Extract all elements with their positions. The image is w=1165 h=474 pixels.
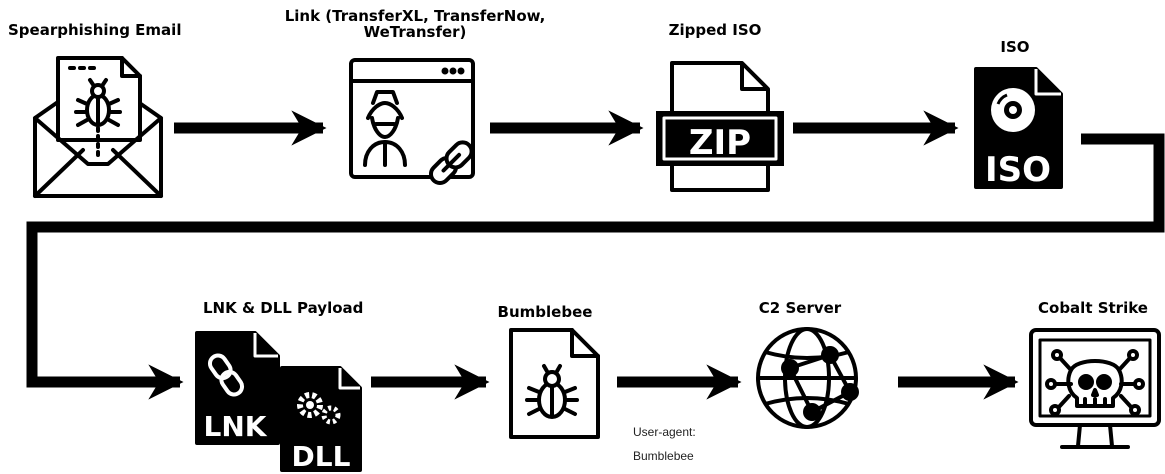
label-link: Link (TransferXL, TransferNow, WeTransfe… — [250, 8, 580, 40]
email-bug-icon — [33, 56, 163, 198]
user-agent-note: User-agent: Bumblebee — [633, 420, 696, 468]
label-c2-server: C2 Server — [758, 299, 842, 317]
label-cobalt-strike: Cobalt Strike — [1038, 299, 1148, 317]
globe-network-icon — [756, 327, 859, 429]
iso-disc-file-icon: ISO — [974, 67, 1063, 190]
label-lnk-dll-payload: LNK & DLL Payload — [203, 299, 364, 317]
lnk-file-icon: LNK — [195, 331, 280, 445]
user-agent-note-line1: User-agent: — [633, 425, 696, 439]
user-agent-note-line2: Bumblebee — [633, 449, 694, 463]
label-link-line2: WeTransfer) — [363, 23, 467, 41]
label-link-line1: Link (TransferXL, TransferNow, — [284, 7, 546, 25]
bug-file-icon — [509, 328, 600, 439]
browser-hacker-link-icon — [349, 58, 475, 186]
flow-arrows — [26, 110, 1165, 400]
connector-iso-to-payload — [26, 133, 1165, 400]
dll-file-icon: DLL — [280, 366, 362, 473]
label-zipped-iso: Zipped ISO — [668, 21, 762, 39]
zip-file-icon: ZIP — [656, 61, 784, 192]
label-iso: ISO — [1000, 38, 1030, 56]
label-spearphishing-email: Spearphishing Email — [8, 21, 182, 39]
label-bumblebee: Bumblebee — [497, 303, 593, 321]
monitor-skull-icon — [1029, 328, 1161, 449]
iso-icon-text: ISO — [985, 150, 1051, 190]
lnk-icon-text: LNK — [204, 410, 268, 443]
dll-icon-text: DLL — [292, 440, 351, 473]
zip-icon-text: ZIP — [689, 123, 751, 163]
